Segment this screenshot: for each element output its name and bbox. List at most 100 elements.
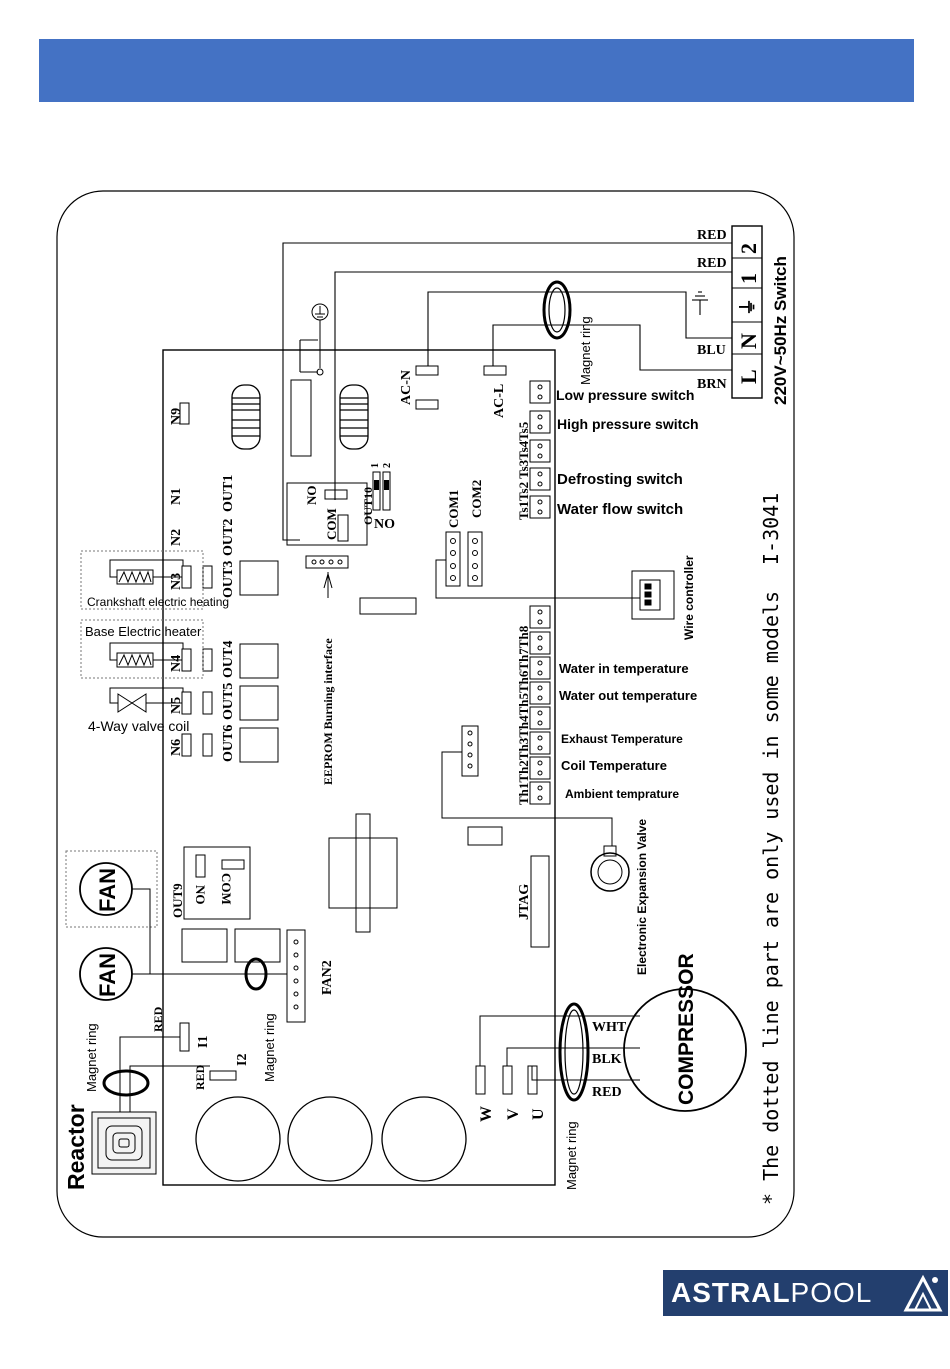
capacitor-1	[195, 1096, 281, 1182]
ts-labels: Ts1Ts2 Ts3Ts4Ts5	[516, 421, 531, 520]
eeprom-label: EEPROM Burning interface	[321, 638, 335, 785]
i1-label: I1	[196, 1036, 211, 1048]
header-banner	[39, 39, 914, 102]
astralpool-logo: ASTRALPOOL	[663, 1270, 948, 1316]
reactor-magnet-ring	[102, 1069, 150, 1097]
logo-text-regular: POOL	[790, 1277, 873, 1308]
n5-label: N5	[169, 697, 184, 714]
out9-com: COM	[219, 873, 234, 905]
eev-label: Electronic Expansion Valve	[635, 819, 649, 975]
jtag-label: JTAG	[517, 884, 532, 920]
crankshaft-heater	[109, 559, 184, 585]
dotted-note: * The dotted line part are only used in …	[759, 591, 783, 1205]
com-connectors	[435, 531, 640, 599]
defrosting-switch: Defrosting switch	[557, 471, 683, 488]
wire-brn: BRN	[697, 377, 727, 392]
ts-connectors	[529, 380, 551, 519]
fan2-label: FAN2	[320, 960, 335, 995]
i2-label: I2	[235, 1054, 250, 1066]
n9-label: N9	[169, 408, 184, 425]
ambient-temp: Ambient temprature	[565, 787, 679, 801]
reactor-magnet-ring-label: Magnet ring	[84, 1023, 99, 1092]
out10-no-label: NO	[374, 517, 395, 532]
water-in-temp: Water in temperature	[559, 661, 689, 676]
eev-connector	[441, 725, 613, 846]
v-label: V	[505, 1108, 522, 1120]
wire-blu: BLU	[697, 343, 726, 358]
reactor-wire-red-2: RED	[193, 1064, 207, 1090]
four-way-valve	[109, 687, 184, 713]
power-magnet-ring-label: Magnet ring	[578, 316, 593, 385]
ac-l-label: AC-L	[492, 384, 507, 418]
power-terminal-block: 2 1 ⏚ N L 220V~50Hz Switch	[731, 225, 790, 405]
reactor-coil	[91, 1111, 157, 1175]
model-number: I-3041	[759, 493, 783, 565]
terminal-1: 1	[736, 273, 761, 284]
fan-magnet-ring	[244, 957, 268, 991]
n6-label: N6	[169, 739, 184, 756]
control-board	[162, 349, 556, 1186]
w-label: W	[478, 1106, 495, 1122]
out6-label: OUT6	[221, 725, 236, 762]
terminal-2: 2	[736, 243, 761, 254]
crankshaft-dotted-box	[80, 550, 204, 610]
compressor	[623, 988, 747, 1112]
power-switch-label: 220V~50Hz Switch	[771, 256, 790, 405]
n4-label: N4	[169, 655, 184, 672]
wire-controller-label: Wire controller	[682, 555, 696, 640]
terminal-L: L	[736, 369, 761, 384]
coil-temp: Coil Temperature	[561, 758, 667, 773]
high-pressure-switch: High pressure switch	[557, 416, 699, 432]
th-labels: Th1Th2Th3Th4Th5Th6Th7Th8	[516, 625, 531, 805]
choke-right	[339, 384, 369, 450]
out10-relay: NO COM OUT10 NO 1 2	[286, 463, 395, 546]
capacitor-3	[381, 1096, 467, 1182]
choke-left	[231, 384, 261, 450]
out1-label: OUT1	[221, 475, 236, 512]
dip-1: 1	[370, 463, 381, 468]
reactor-label: Reactor	[63, 1104, 89, 1190]
out9-no: NO	[193, 885, 208, 905]
base-heater	[109, 642, 184, 668]
out9-label: OUT9	[170, 883, 185, 918]
compressor-magnet-ring-label: Magnet ring	[564, 1121, 579, 1190]
terminal-ground: ⏚	[738, 298, 758, 316]
exhaust-temp: Exhaust Temperature	[561, 732, 683, 746]
eev-valve	[590, 845, 630, 892]
n2-label: N2	[169, 529, 184, 546]
out10-no: NO	[304, 486, 319, 506]
base-heater-label: Base Electric heater	[85, 624, 202, 639]
wire-red-2: RED	[697, 256, 727, 271]
wire-wht: WHT	[592, 1020, 627, 1035]
out4-label: OUT4	[221, 641, 236, 678]
terminal-N: N	[736, 333, 761, 349]
compressor-magnet-ring	[558, 1002, 590, 1102]
logo-text-bold: ASTRAL	[671, 1277, 791, 1308]
fan-top-label: FAN	[95, 868, 120, 912]
wire-red: RED	[592, 1085, 622, 1100]
compressor-label: COMPRESSOR	[675, 953, 698, 1105]
power-magnet-ring	[542, 280, 572, 340]
n1-label: N1	[169, 488, 184, 505]
base-heater-dotted-box	[80, 619, 204, 679]
eeprom-connector	[305, 555, 349, 598]
reactor-wire-red-1: RED	[151, 1006, 165, 1032]
dip-2: 2	[382, 463, 393, 468]
ac-n-label: AC-N	[399, 370, 414, 405]
u-label: U	[530, 1108, 547, 1120]
reactor-wires	[119, 1036, 210, 1112]
fan-bottom-label: FAN	[95, 953, 120, 997]
power-wires	[282, 242, 732, 541]
compressor-wires	[479, 1015, 640, 1081]
wire-blk: BLK	[592, 1052, 622, 1067]
water-out-temp: Water out temperature	[559, 688, 697, 703]
out3-label: OUT3	[221, 561, 236, 598]
fan2-connector	[286, 929, 306, 1023]
low-pressure-switch: Low pressure switch	[556, 387, 694, 403]
out5-label: OUT5	[221, 683, 236, 720]
fan-wires	[132, 888, 287, 975]
out2-label: OUT2	[221, 519, 236, 556]
com2-label: COM2	[469, 480, 484, 518]
wire-controller	[631, 570, 675, 620]
